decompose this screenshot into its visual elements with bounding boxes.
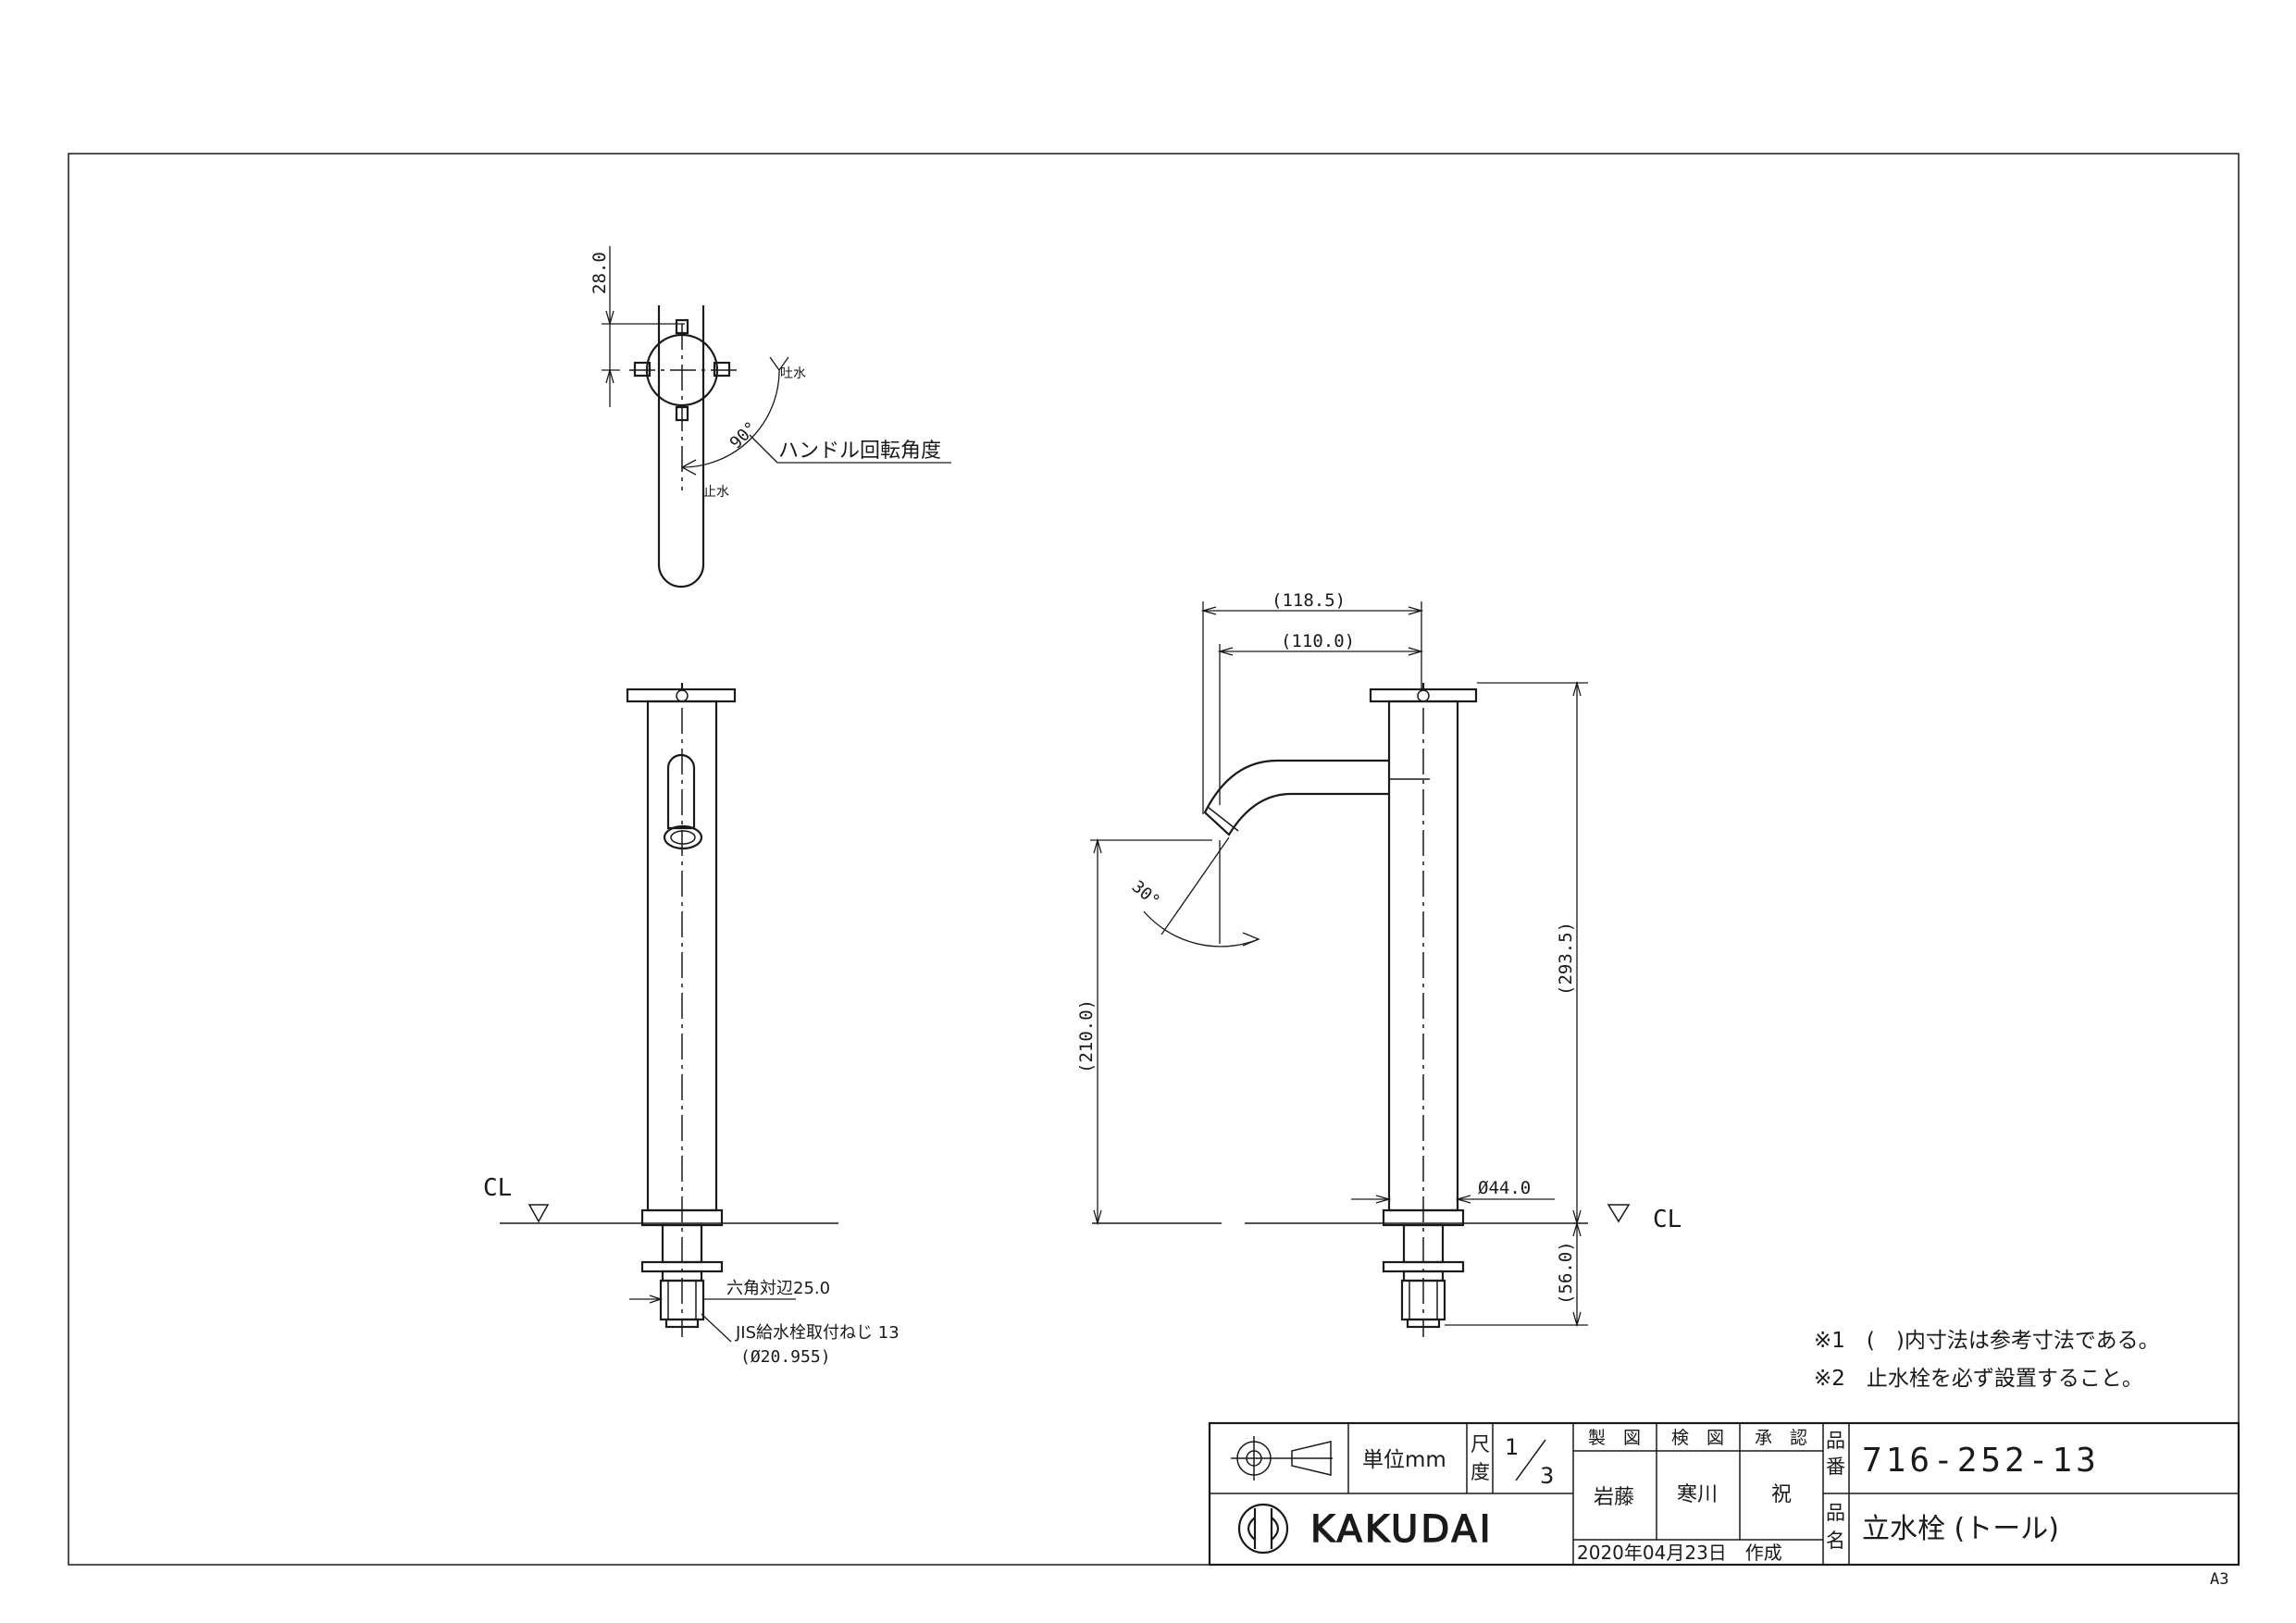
scale-num: 1 bbox=[1505, 1434, 1519, 1460]
product-no: 716-252-13 bbox=[1862, 1442, 2100, 1480]
kakudai-logo-icon bbox=[1237, 1503, 1289, 1555]
dim-spout-height: (210.0) bbox=[1076, 999, 1097, 1073]
rotation-arc bbox=[681, 369, 780, 468]
scale-den: 3 bbox=[1540, 1463, 1554, 1489]
note-2: ※2 止水栓を必ず設置すること。 bbox=[1814, 1367, 2143, 1391]
dim-handle-height: 28.0 bbox=[590, 252, 610, 294]
projection-symbol-icon bbox=[1231, 1436, 1333, 1481]
spout-angle: 30° bbox=[1128, 877, 1163, 911]
dim-bottom: (56.0) bbox=[1556, 1241, 1576, 1305]
product-name-label-2: 名 bbox=[1826, 1530, 1845, 1552]
dim-reach-outer: (118.5) bbox=[1272, 590, 1346, 611]
rotation-angle: 90° bbox=[726, 418, 762, 453]
title-block: 単位mm 尺 度 1 3 製 図 検 図 承 認 岩藤 寒川 祝 品 番 716… bbox=[1208, 1421, 2240, 1567]
product-no-label-2: 番 bbox=[1826, 1456, 1845, 1478]
dim-total-height: (293.5) bbox=[1556, 922, 1576, 996]
product-no-label-1: 品 bbox=[1826, 1430, 1845, 1452]
sheet-border bbox=[68, 153, 2240, 1566]
dim-reach-inner: (110.0) bbox=[1281, 631, 1355, 651]
thread-dia: (Ø20.955) bbox=[740, 1347, 831, 1367]
label-open: 吐水 bbox=[780, 366, 806, 381]
company-name: KAKUDAI bbox=[1310, 1508, 1494, 1551]
product-name: 立水栓 (トール) bbox=[1862, 1513, 2059, 1545]
handle-lever-outline bbox=[657, 305, 705, 588]
top-view: 28.0 吐水 止水 90° ハンドル回転角度 bbox=[590, 246, 951, 588]
header-checked: 検 図 bbox=[1671, 1428, 1724, 1448]
scale-label-1: 尺 bbox=[1471, 1433, 1490, 1456]
thread-label: JIS給水栓取付ねじ 13 bbox=[735, 1323, 900, 1343]
date-line: 2020年04月23日 作成 bbox=[1577, 1542, 1782, 1564]
front-cl-label: CL bbox=[483, 1174, 512, 1202]
rotation-label: ハンドル回転角度 bbox=[778, 440, 941, 463]
header-drafted: 製 図 bbox=[1588, 1428, 1641, 1448]
side-cl-label: CL bbox=[1653, 1206, 1682, 1233]
side-view: 30° CL (118.5) (110.0) (210.0) bbox=[1076, 590, 1682, 1337]
note-1: ※1 ( )内寸法は参考寸法である。 bbox=[1814, 1329, 2160, 1353]
front-view: CL 六角対辺25.0 JIS給水栓取付ねじ 13 (Ø20.955) bbox=[483, 683, 900, 1367]
unit-label: 単位mm bbox=[1362, 1448, 1446, 1472]
notes: ※1 ( )内寸法は参考寸法である。 ※2 止水栓を必ず設置すること。 bbox=[1814, 1329, 2160, 1391]
spout-angle-arc bbox=[1143, 911, 1260, 948]
spout bbox=[1203, 759, 1389, 836]
scale-label-2: 度 bbox=[1471, 1461, 1490, 1483]
label-close: 止水 bbox=[703, 485, 729, 500]
name-drafted: 岩藤 bbox=[1594, 1486, 1634, 1509]
header-approved: 承 認 bbox=[1755, 1428, 1807, 1448]
name-approved: 祝 bbox=[1771, 1483, 1792, 1506]
hex-label: 六角対辺25.0 bbox=[726, 1279, 830, 1298]
product-name-label-1: 品 bbox=[1826, 1502, 1845, 1524]
name-checked: 寒川 bbox=[1677, 1483, 1718, 1506]
paper-size: A3 bbox=[2210, 1570, 2228, 1589]
dim-body-dia: Ø44.0 bbox=[1478, 1178, 1531, 1198]
outlet-slot bbox=[666, 753, 696, 830]
